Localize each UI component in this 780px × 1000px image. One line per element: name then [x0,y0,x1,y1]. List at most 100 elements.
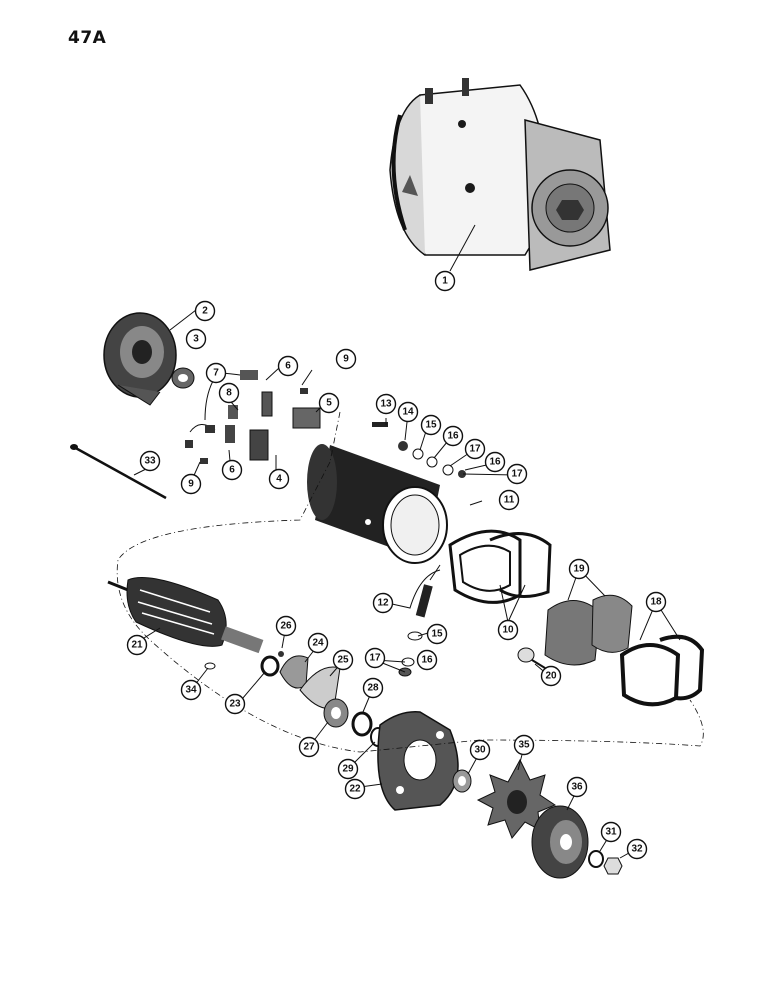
svg-text:35: 35 [518,740,530,751]
svg-text:20: 20 [545,671,557,682]
brush-parts [185,370,321,464]
pulley-36 [531,805,589,879]
svg-text:6: 6 [285,361,291,372]
callout-19: 19 [568,558,590,580]
callout-9-upper: 9 [335,348,357,370]
svg-text:27: 27 [303,742,315,753]
callout-15-lower: 15 [426,623,448,645]
svg-text:28: 28 [367,683,379,694]
callout-25: 25 [332,649,354,671]
svg-text:2: 2 [202,306,208,317]
callout-17-upper: 17 [464,438,486,460]
callout-8: 8 [218,382,240,404]
washers-15-17 [398,631,423,677]
pole-shoes-19 [544,594,633,666]
callout-35: 35 [513,734,535,756]
svg-text:23: 23 [229,699,241,710]
svg-text:21: 21 [131,640,143,651]
svg-text:14: 14 [402,407,414,418]
callout-2: 2 [194,300,216,322]
callout-23: 23 [224,693,246,715]
callout-1: 1 [434,270,456,292]
svg-text:22: 22 [349,784,361,795]
callout-16-upper: 16 [442,425,464,447]
svg-text:4: 4 [276,474,282,485]
svg-text:32: 32 [631,844,643,855]
generator-assembly [389,78,611,271]
svg-text:18: 18 [650,597,662,608]
callout-14: 14 [397,401,419,423]
svg-text:15: 15 [431,629,443,640]
spacer-30 [452,769,472,793]
fan-35 [476,758,557,839]
page-number: 47A [68,28,107,48]
svg-text:16: 16 [447,431,459,442]
svg-text:5: 5 [326,398,332,409]
svg-text:12: 12 [377,598,389,609]
callout-16-middle: 16 [484,451,506,473]
svg-text:13: 13 [380,399,392,410]
assembly-path-line [116,461,704,753]
svg-text:16: 16 [421,655,433,666]
svg-text:17: 17 [369,653,381,664]
callout-21: 21 [126,634,148,656]
callout-17-lower: 17 [364,647,386,669]
svg-text:6: 6 [229,465,235,476]
svg-text:8: 8 [226,388,232,399]
through-bolt-33 [70,444,167,500]
callout-6-lower: 6 [221,459,243,481]
svg-text:11: 11 [504,495,515,506]
callout-24: 24 [307,632,329,654]
callout-7: 7 [205,362,227,384]
callout-18: 18 [645,591,667,613]
commutator-end-frame-22 [377,711,459,811]
svg-text:7: 7 [213,368,219,379]
callout-10: 10 [497,619,519,641]
armature-end-parts [260,651,386,747]
svg-text:31: 31 [605,827,617,838]
callout-26: 26 [275,615,297,637]
callout-15-upper: 15 [420,414,442,436]
field-coils-10 [448,529,552,604]
armature-21 [107,577,264,670]
svg-text:9: 9 [188,479,194,490]
field-coils-18 [619,634,705,707]
svg-text:3: 3 [193,334,199,345]
callout-28: 28 [362,677,384,699]
callout-31: 31 [600,821,622,843]
callout-22: 22 [344,778,366,800]
callout-17-middle: 17 [506,463,528,485]
callout-11: 11 [498,489,520,511]
callout-3: 3 [185,328,207,350]
svg-text:19: 19 [573,564,585,575]
callout-9-lower: 9 [180,473,202,495]
callout-32: 32 [626,838,648,860]
callout-5: 5 [318,392,340,414]
washer-31-nut-32 [588,850,623,875]
svg-text:9: 9 [343,354,349,365]
callout-6-upper: 6 [277,355,299,377]
small-hardware-13-17 [372,422,466,478]
callout-13: 13 [375,393,397,415]
svg-text:17: 17 [469,444,481,455]
svg-text:1: 1 [442,276,448,287]
field-frame-housing [307,444,448,564]
svg-text:26: 26 [280,621,292,632]
svg-text:15: 15 [425,420,437,431]
callout-20: 20 [540,665,562,687]
drive-end-frame-2 [103,312,177,406]
svg-text:10: 10 [502,625,514,636]
terminal-12 [415,564,441,618]
callout-30: 30 [469,739,491,761]
svg-text:17: 17 [511,469,523,480]
callout-12: 12 [372,592,394,614]
callout-16-lower: 16 [416,649,438,671]
svg-text:25: 25 [337,655,349,666]
svg-text:36: 36 [571,782,583,793]
callout-4: 4 [268,468,290,490]
svg-text:30: 30 [474,745,486,756]
callout-29: 29 [337,758,359,780]
svg-text:24: 24 [312,638,324,649]
